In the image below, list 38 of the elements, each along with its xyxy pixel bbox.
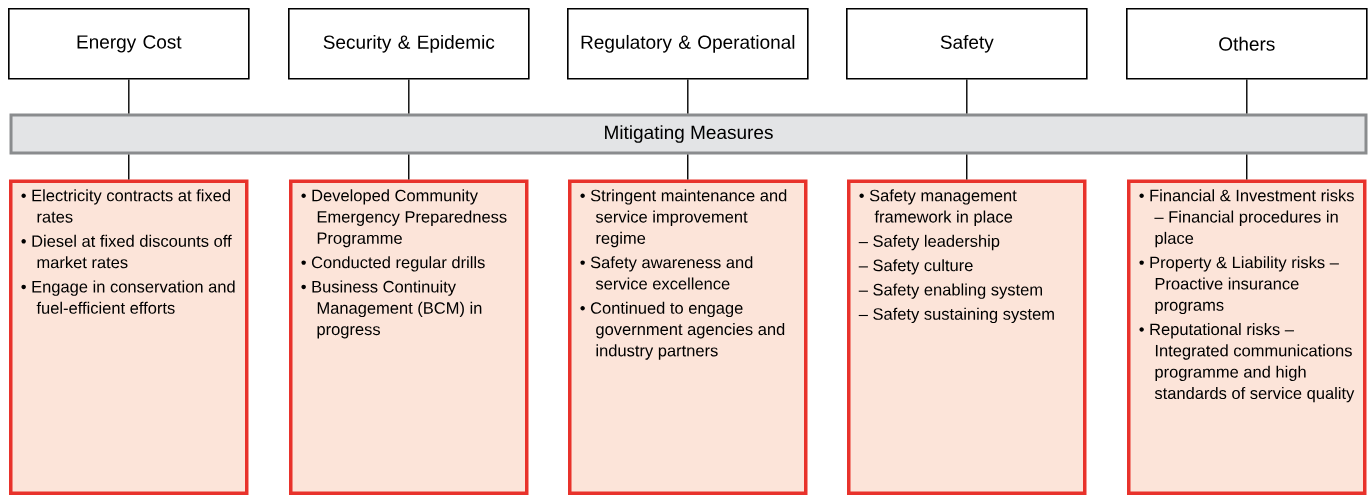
list-item: • Property & Liability risks – Proactive insurance programs bbox=[1139, 256, 1339, 315]
list-item: • Safety awareness and service excellence bbox=[580, 256, 753, 290]
list-item: • Financial & Investment risks – Financial procedures in place bbox=[1139, 189, 1354, 248]
connector-line bbox=[128, 78, 130, 115]
category-box: Others bbox=[1126, 8, 1368, 80]
list-item: • Developed Community Emergency Preparedness Programme bbox=[301, 189, 507, 248]
list-item: – Safety sustaining system bbox=[858, 307, 1054, 324]
connector-line bbox=[408, 78, 410, 115]
connector-line bbox=[1246, 153, 1248, 181]
measure-box bbox=[1127, 179, 1367, 495]
measure-box bbox=[847, 179, 1087, 495]
connector-line bbox=[687, 153, 689, 181]
category-box: Energy Cost bbox=[8, 8, 250, 80]
category-box: Safety bbox=[846, 8, 1088, 80]
list-item: • Reputational risks – Integrated communications programme and high standards of service quality bbox=[1139, 323, 1355, 403]
connector-line bbox=[966, 78, 968, 115]
measure-box bbox=[9, 179, 249, 495]
list-item: • Safety management framework in place bbox=[859, 189, 1017, 226]
list-item: • Business Continuity Management (BCM) in progress bbox=[301, 280, 482, 339]
category-box: Regulatory & Operational bbox=[567, 8, 809, 80]
list-item: • Electricity contracts at fixed rates bbox=[21, 189, 230, 223]
connector-line bbox=[1246, 78, 1248, 115]
connector-line bbox=[408, 153, 410, 181]
list-item: – Safety enabling system bbox=[858, 283, 1042, 299]
list-item: – Safety culture bbox=[858, 259, 973, 275]
list-item: – Safety leadership bbox=[858, 234, 1000, 251]
measure-box bbox=[289, 179, 529, 495]
list-item: • Continued to engage government agencies and industry partners bbox=[580, 301, 785, 360]
connector-line bbox=[966, 153, 968, 181]
list-item: • Conducted regular drills bbox=[301, 256, 485, 272]
list-item: • Stringent maintenance and service improvement regime bbox=[580, 189, 787, 248]
measure-box bbox=[568, 179, 808, 495]
category-box: Security & Epidemic bbox=[288, 8, 530, 80]
list-item: • Engage in conservation and fuel-efficient efforts bbox=[21, 280, 235, 314]
connector-line bbox=[687, 78, 689, 115]
band: Mitigating Measures bbox=[9, 113, 1368, 155]
connector-line bbox=[128, 153, 130, 181]
list-item: • Diesel at fixed discounts off market rates bbox=[21, 234, 232, 269]
